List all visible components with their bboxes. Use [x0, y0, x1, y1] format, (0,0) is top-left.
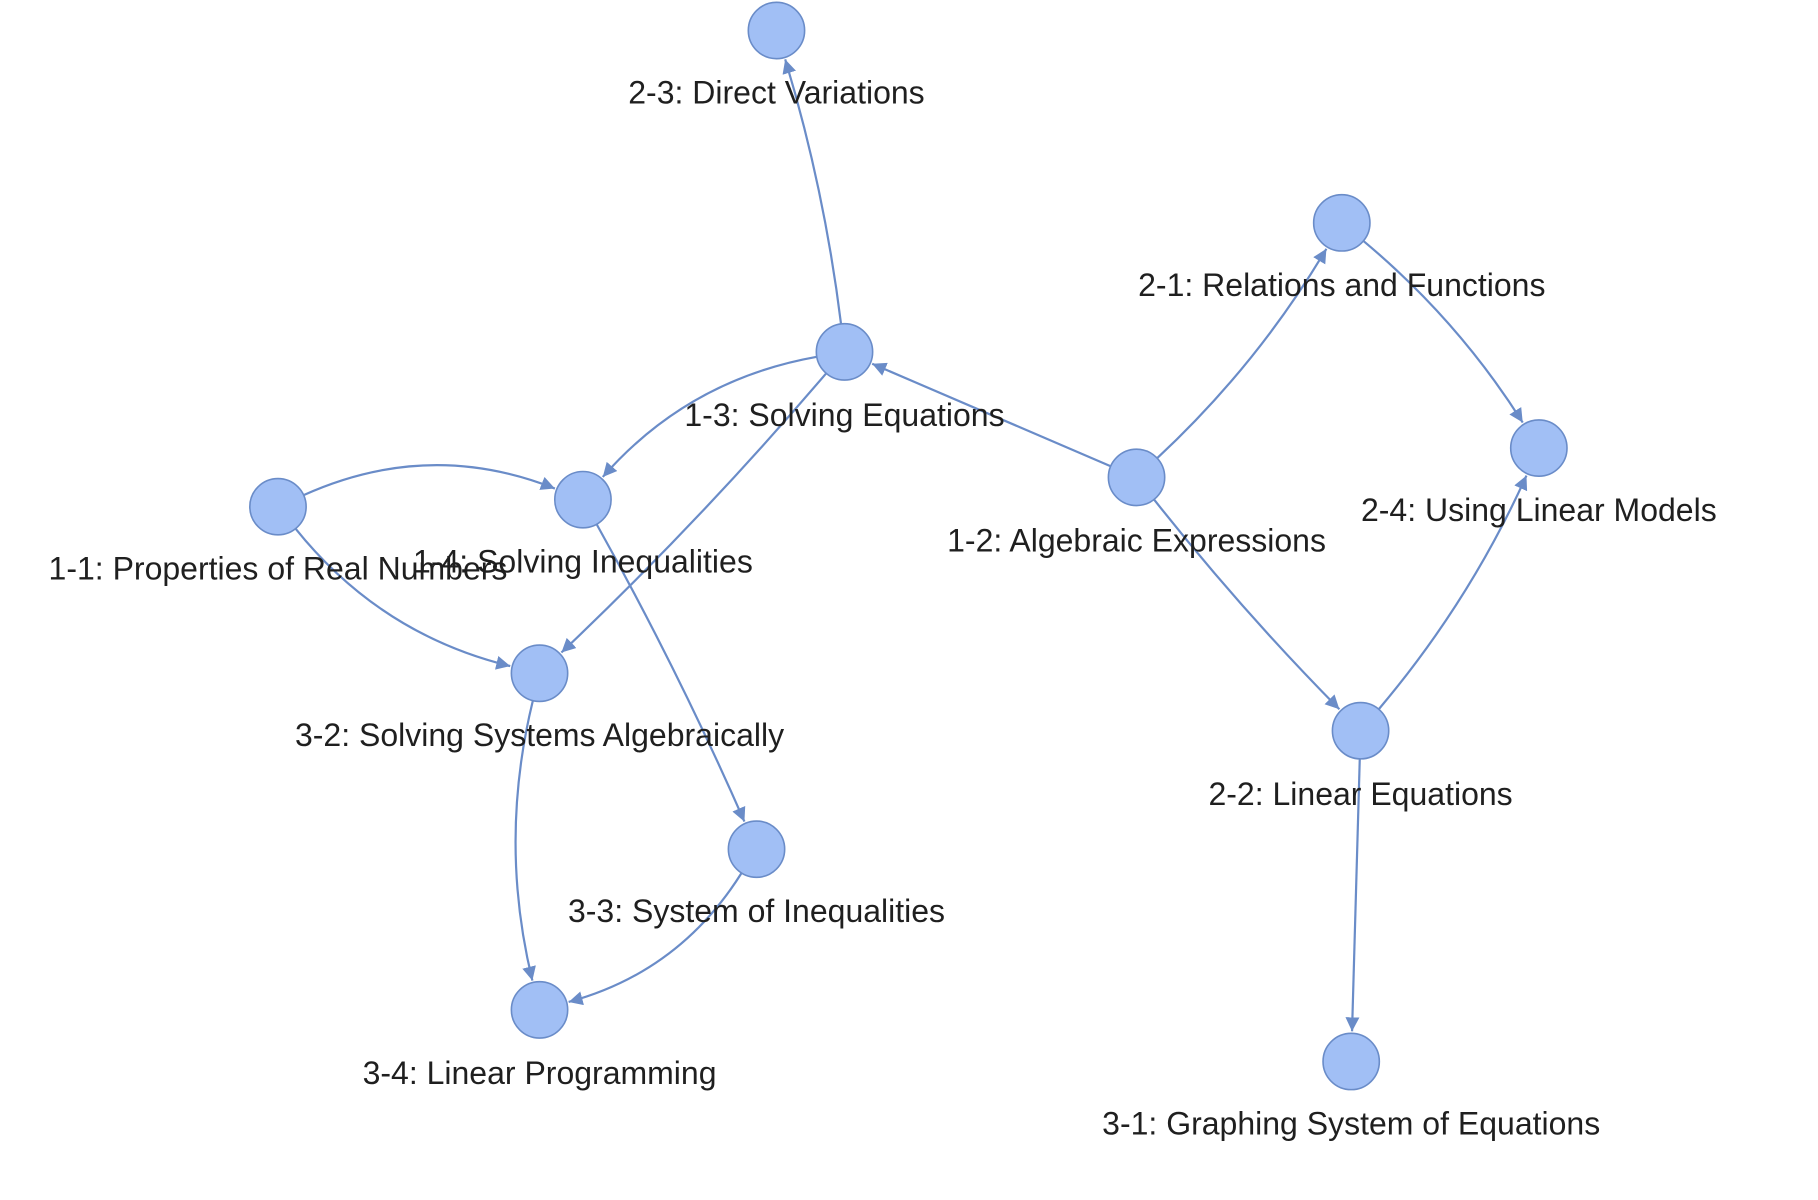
graph-node-n14[interactable]: 1-4: Solving Inequalities [413, 470, 753, 580]
graph-node-n31[interactable]: 3-1: Graphing System of Equations [1102, 1032, 1600, 1141]
edge-n21-to-n24 [1362, 240, 1524, 424]
node-circle[interactable] [815, 322, 874, 381]
graph-node-n21[interactable]: 2-1: Relations and Functions [1138, 193, 1545, 303]
graph-node-n32[interactable]: 3-2: Solving Systems Algebraically [295, 644, 784, 753]
graph-node-n23[interactable]: 2-3: Direct Variations [628, 1, 925, 110]
edge-n22-to-n31 [1345, 758, 1361, 1032]
graph-node-n22[interactable]: 2-2: Linear Equations [1208, 701, 1513, 812]
edge-n14-to-n33 [595, 523, 746, 823]
edge-n12-to-n21 [1156, 248, 1328, 459]
node-label: 2-3: Direct Variations [628, 74, 924, 110]
node-circle[interactable] [1107, 448, 1166, 507]
node-label: 3-4: Linear Programming [363, 1055, 717, 1091]
node-circle[interactable] [727, 820, 786, 879]
node-label: 2-2: Linear Equations [1208, 776, 1512, 812]
edge-n12-to-n13 [871, 362, 1112, 468]
node-circle[interactable] [553, 470, 612, 529]
node-circle[interactable] [1331, 701, 1390, 760]
edge-n32-to-n34 [514, 700, 536, 981]
node-circle[interactable] [1322, 1032, 1381, 1091]
node-label: 3-3: System of Inequalities [568, 893, 945, 929]
edge-n13-to-n14 [601, 355, 817, 478]
graph-node-n33[interactable]: 3-3: System of Inequalities [568, 820, 945, 929]
graph-node-n11[interactable]: 1-1: Properties of Real Numbers [49, 477, 508, 587]
node-circle[interactable] [747, 1, 806, 60]
edges-layer [294, 59, 1528, 1032]
graph-node-n34[interactable]: 3-4: Linear Programming [363, 980, 717, 1091]
node-circle[interactable] [510, 980, 569, 1039]
node-label: 1-3: Solving Equations [684, 397, 1004, 433]
nodes-layer: 1-1: Properties of Real Numbers 1-2: Alge… [49, 1, 1717, 1141]
node-label: 1-4: Solving Inequalities [413, 544, 753, 580]
graph-node-n13[interactable]: 1-3: Solving Equations [684, 322, 1005, 433]
node-label: 1-2: Algebraic Expressions [947, 523, 1326, 559]
node-label: 2-4: Using Linear Models [1361, 492, 1717, 528]
node-circle[interactable] [1509, 419, 1568, 477]
node-label: 1-1: Properties of Real Numbers [49, 551, 508, 587]
edge-n11-to-n32 [294, 527, 511, 670]
node-label: 3-1: Graphing System of Equations [1102, 1105, 1600, 1141]
node-label: 2-1: Relations and Functions [1138, 267, 1545, 303]
edge-n13-to-n32 [560, 372, 828, 654]
edge-n12-to-n22 [1153, 498, 1341, 711]
node-circle[interactable] [510, 644, 569, 703]
node-circle[interactable] [249, 477, 307, 536]
edge-n22-to-n24 [1377, 475, 1528, 710]
graph-node-n12[interactable]: 1-2: Algebraic Expressions [947, 448, 1326, 559]
edge-n33-to-n34 [568, 872, 743, 1006]
edge-n13-to-n23 [782, 59, 843, 325]
node-circle[interactable] [1312, 193, 1371, 252]
graph-node-n24[interactable]: 2-4: Using Linear Models [1361, 419, 1717, 528]
node-label: 3-2: Solving Systems Algebraically [295, 717, 784, 753]
edge-n11-to-n14 [303, 464, 556, 497]
